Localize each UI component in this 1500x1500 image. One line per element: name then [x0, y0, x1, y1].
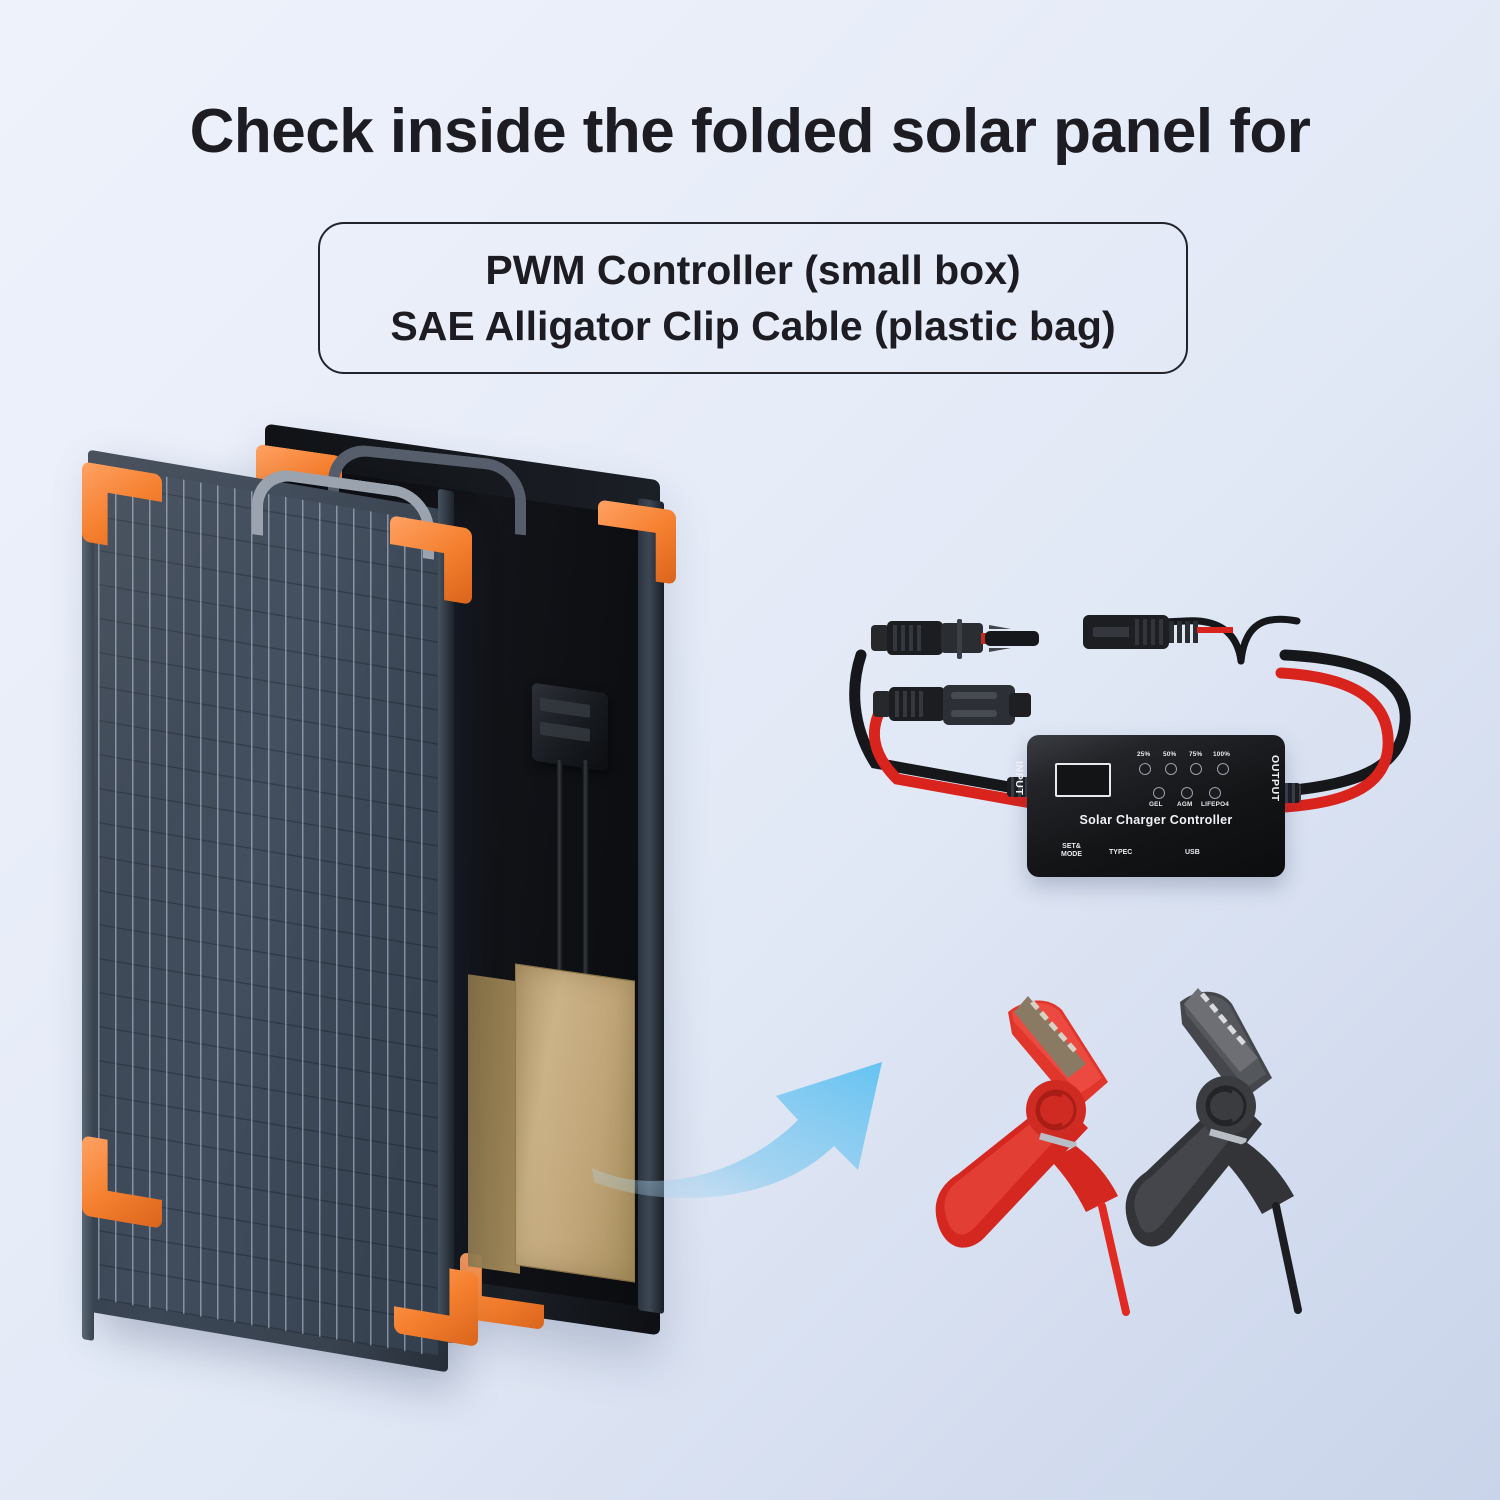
- controller-output-label: OUTPUT: [1269, 755, 1281, 802]
- panel-front-slab: [88, 449, 448, 1373]
- controller-input-label: INPUT: [1013, 761, 1025, 796]
- mc4-female-connector: [873, 683, 1053, 732]
- page-title: Check inside the folded solar panel for: [189, 97, 1311, 166]
- contents-callout-box: PWM Controller (small box) SAE Alligator…: [318, 222, 1188, 374]
- controller-body: 25% 50% 75% 100% GEL AGM LIFEPO4 Solar C…: [1027, 735, 1285, 877]
- panel-frame-right: [438, 488, 454, 1344]
- mc4-male-connector: [871, 617, 1051, 666]
- black-alligator-clip: [1125, 988, 1302, 1314]
- controller-label-set-mode: SET& MODE: [1061, 843, 1082, 859]
- sae-connector: [1083, 607, 1263, 666]
- led-label-gel: GEL: [1149, 801, 1163, 808]
- kraft-box-side: [468, 974, 520, 1274]
- led-agm: [1181, 787, 1193, 799]
- led-label-100: 100%: [1213, 751, 1231, 758]
- led-gel: [1153, 787, 1165, 799]
- led-label-50: 50%: [1163, 751, 1177, 758]
- panel-output-cable-1: [556, 759, 563, 993]
- curved-pointer-arrow: [590, 1000, 900, 1210]
- red-alligator-clip: [935, 996, 1130, 1316]
- led-label-lifepo4: LIFEPO4: [1201, 801, 1230, 808]
- led-label-agm: AGM: [1177, 801, 1193, 808]
- callout-line-1: PWM Controller (small box): [485, 246, 1021, 293]
- panel-glass-sheen: [88, 449, 448, 1373]
- sae-alligator-clip-cable: [880, 960, 1360, 1380]
- solar-panel-illustration: [60, 423, 720, 1440]
- panel-output-cable-2: [582, 759, 589, 997]
- controller-label-typec: TYPEC: [1109, 849, 1133, 856]
- solar-charger-controller-assembly: 25% 50% 75% 100% GEL AGM LIFEPO4 Solar C…: [845, 595, 1455, 925]
- led-50: [1165, 763, 1177, 775]
- callout-line-2: SAE Alligator Clip Cable (plastic bag): [390, 303, 1116, 349]
- led-25: [1139, 763, 1151, 775]
- junction-box: [532, 682, 608, 772]
- led-label-75: 75%: [1189, 751, 1203, 758]
- led-lifepo4: [1209, 787, 1221, 799]
- controller-display: [1055, 763, 1111, 797]
- led-100: [1217, 763, 1229, 775]
- controller-title: Solar Charger Controller: [1079, 813, 1233, 827]
- led-label-25: 25%: [1137, 751, 1151, 758]
- led-75: [1190, 763, 1202, 775]
- controller-label-usb: USB: [1185, 849, 1200, 856]
